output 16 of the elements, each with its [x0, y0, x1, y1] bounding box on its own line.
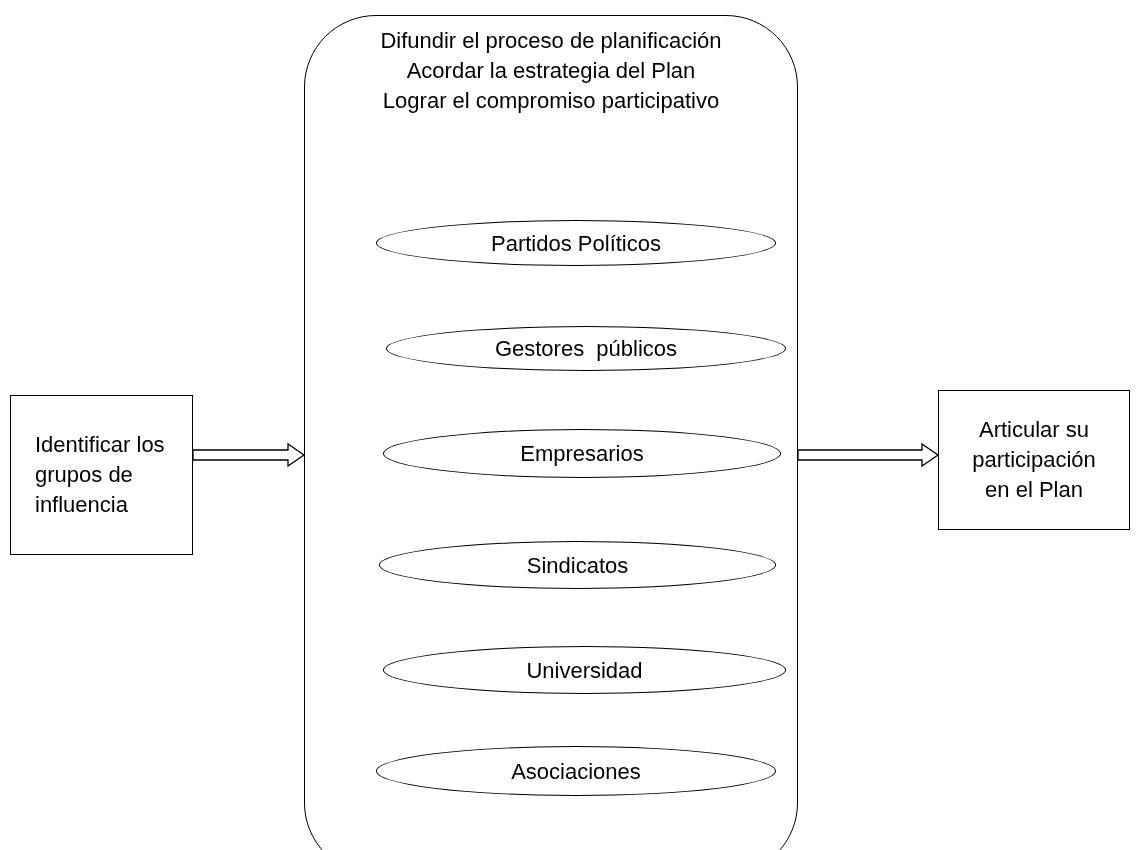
block-arrow: [192, 442, 306, 468]
node-text: Articular su participación en el Plan: [971, 416, 1097, 504]
node-text: Sindicatos: [526, 551, 629, 580]
node-text: Empresarios: [520, 440, 644, 468]
node-text: Difundir el proceso de planificación: [380, 27, 722, 55]
node-text: Lograr el compromiso participativo: [382, 87, 720, 115]
process-box: [938, 390, 1130, 530]
node-text: Acordar la estrategia del Plan: [406, 57, 696, 85]
block-arrow: [797, 442, 940, 468]
node-text: Partidos Políticos: [491, 229, 661, 258]
stakeholder-panel: [304, 15, 798, 850]
node-text: Identificar los grupos de influencia: [35, 431, 166, 519]
node-text: Gestores públicos: [494, 335, 678, 363]
process-box: [10, 395, 193, 555]
node-text: Asociaciones: [511, 757, 641, 786]
node-text: Universidad: [526, 656, 643, 685]
